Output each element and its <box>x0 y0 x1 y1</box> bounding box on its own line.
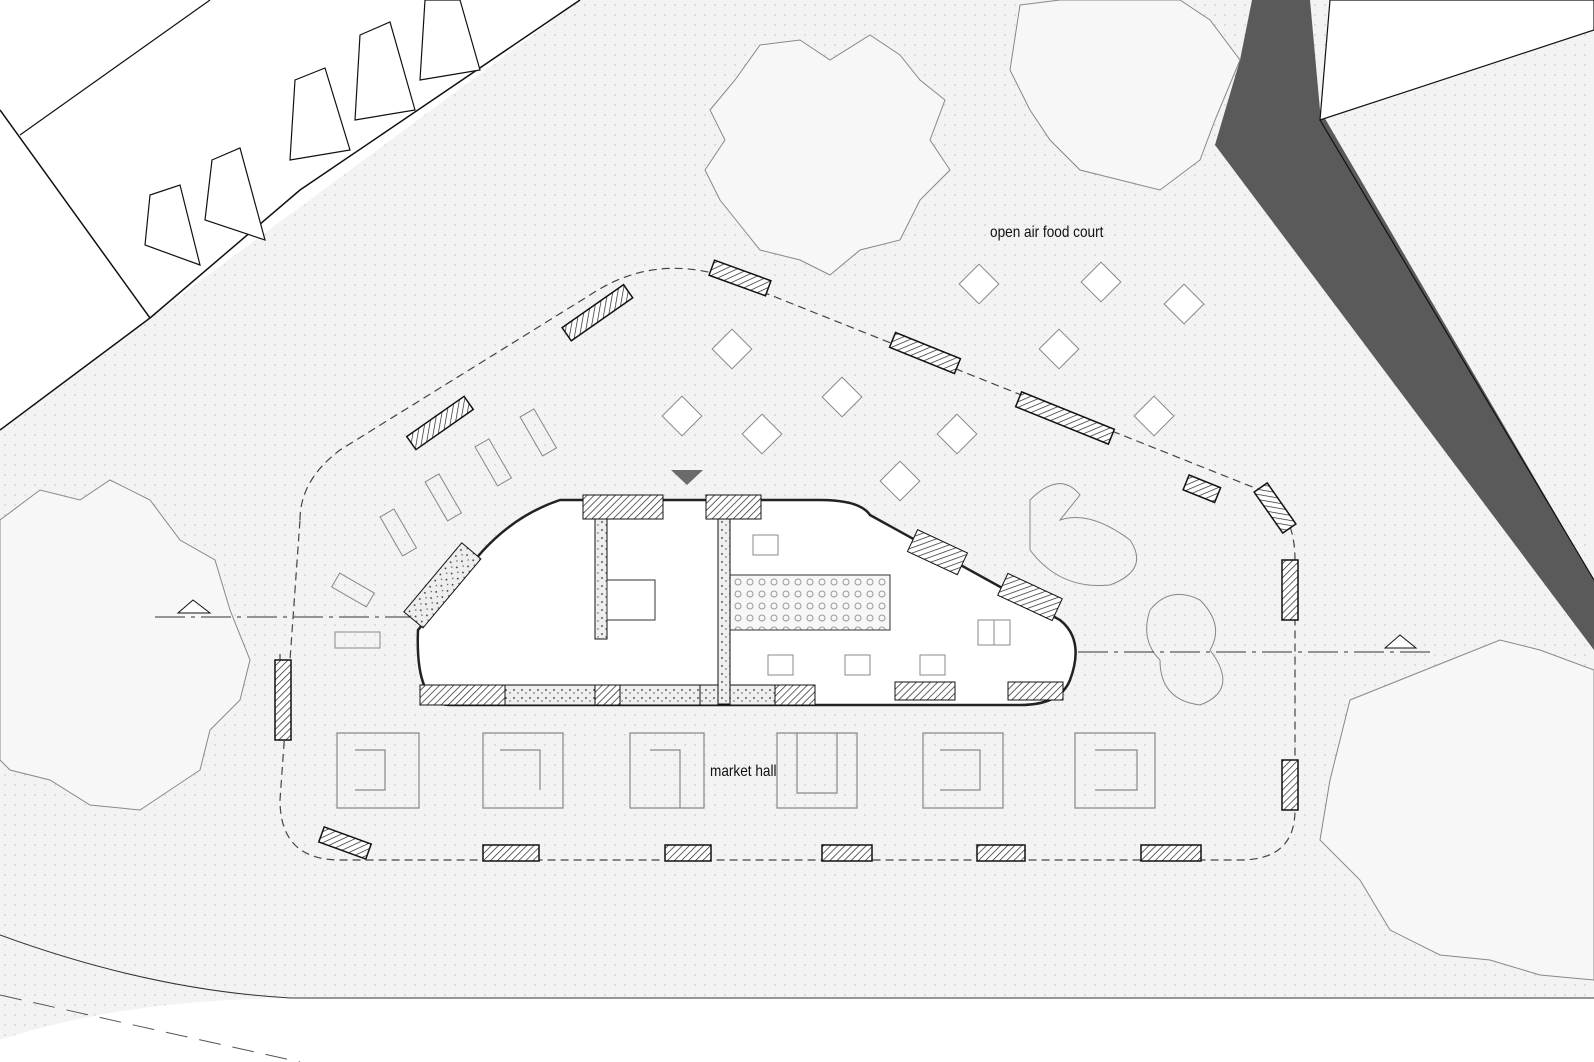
label-market-hall: market hall <box>710 763 777 780</box>
counter-area <box>729 574 891 631</box>
label-open-air-food-court: open air food court <box>990 224 1104 241</box>
sawtooth-roofs <box>144 0 481 266</box>
tree <box>704 34 951 276</box>
section-marker-west <box>176 599 212 614</box>
tree <box>0 479 251 811</box>
road-edge <box>0 934 1594 999</box>
building-northeast <box>1319 0 1594 121</box>
road <box>0 995 1594 1062</box>
food-court-tables <box>661 261 1205 502</box>
outer-wall-segments <box>274 259 1299 862</box>
building-northwest <box>0 0 580 430</box>
elevator <box>606 579 656 621</box>
entrance-marker <box>671 470 703 485</box>
market-stalls <box>336 732 1156 809</box>
trees <box>0 0 1594 981</box>
dark-wall-strip <box>1215 0 1594 650</box>
benches <box>330 408 558 649</box>
road-centerline <box>0 994 301 1062</box>
tree <box>1009 0 1241 191</box>
section-marker-east <box>1383 634 1418 649</box>
tree <box>1319 639 1594 981</box>
inner-building <box>403 494 1077 707</box>
planters <box>1029 483 1224 706</box>
